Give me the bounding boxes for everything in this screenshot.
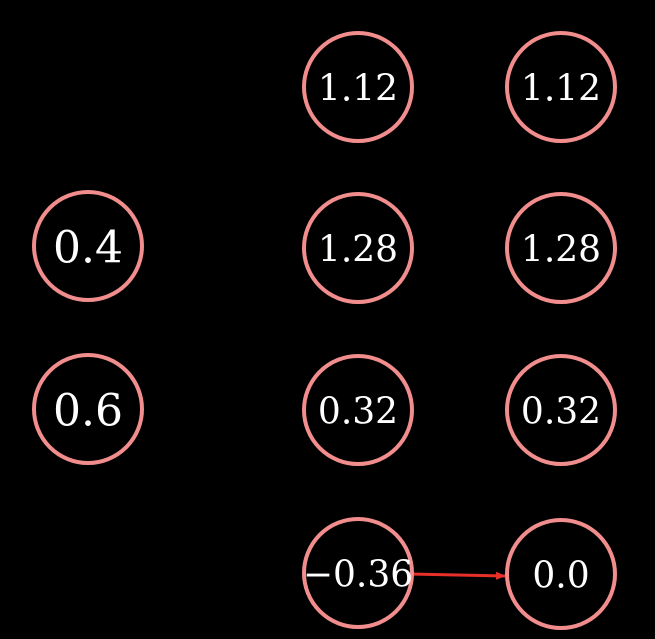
node-label: 1.12: [318, 69, 398, 110]
node-label: 0.32: [318, 392, 398, 433]
node-label: 0.6: [53, 386, 123, 437]
node-output-0: 1.12: [505, 31, 617, 143]
node-hidden-3: −0.36: [302, 517, 414, 629]
node-output-1: 1.28: [505, 192, 617, 304]
node-hidden-0: 1.12: [302, 31, 414, 143]
node-label: −0.36: [303, 555, 413, 596]
node-output-2: 0.32: [505, 354, 617, 466]
node-input-0: 0.4: [32, 190, 144, 302]
node-label: 1.28: [521, 230, 601, 271]
node-hidden-1: 1.28: [302, 192, 414, 304]
node-output-3: 0.0: [505, 518, 617, 630]
node-hidden-2: 0.32: [302, 354, 414, 466]
node-input-1: 0.6: [32, 353, 144, 465]
node-label: 1.12: [521, 69, 601, 110]
activation-arrow: [409, 571, 506, 580]
node-label: 0.4: [53, 223, 123, 274]
node-label: 0.0: [532, 556, 589, 597]
node-label: 1.28: [318, 230, 398, 271]
node-label: 0.32: [521, 392, 601, 433]
